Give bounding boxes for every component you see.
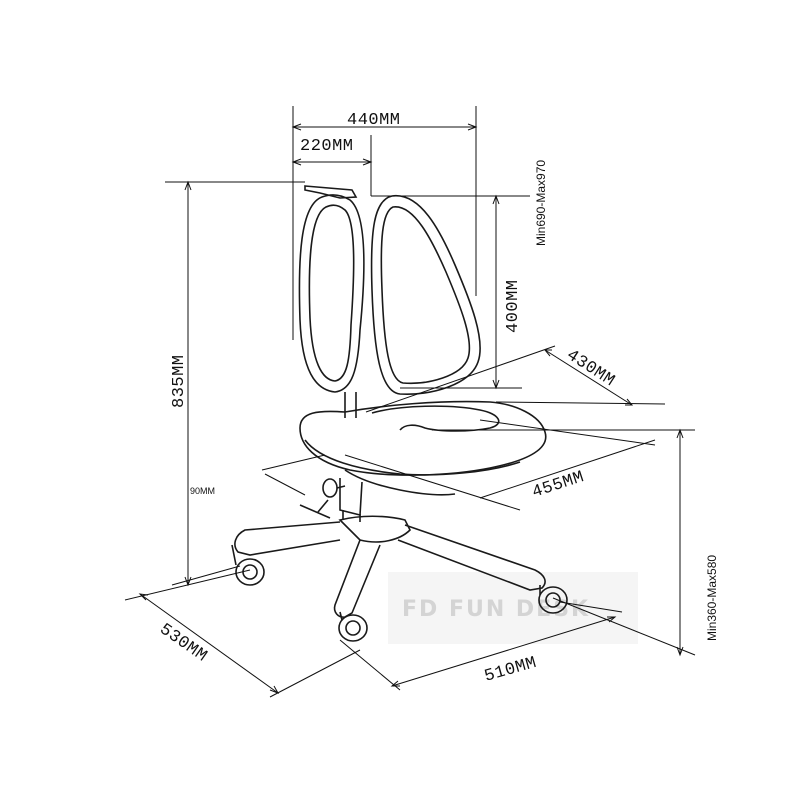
caster-right [538, 585, 568, 614]
label-base-depth: 530MM [156, 620, 211, 666]
label-seat-height-range: Min360-Max580 [705, 555, 719, 641]
label-seat-width: 455MM [530, 468, 587, 503]
label-backrest-height-range: Min690-Max970 [534, 160, 548, 246]
watermark-brand: FD FUN DESK [402, 597, 590, 622]
label-small-gap: 90MM [190, 486, 215, 496]
chair-outline [231, 185, 568, 642]
label-width-total: 440MM [347, 111, 401, 130]
label-overall-height: 835MM [170, 354, 189, 408]
label-base-width: 510MM [482, 654, 539, 687]
dimension-lines [124, 106, 696, 698]
label-seat-depth: 430MM [563, 346, 618, 391]
label-width-half: 220MM [300, 137, 354, 156]
label-backrest-height: 400MM [504, 279, 523, 333]
caster-front [338, 611, 368, 642]
